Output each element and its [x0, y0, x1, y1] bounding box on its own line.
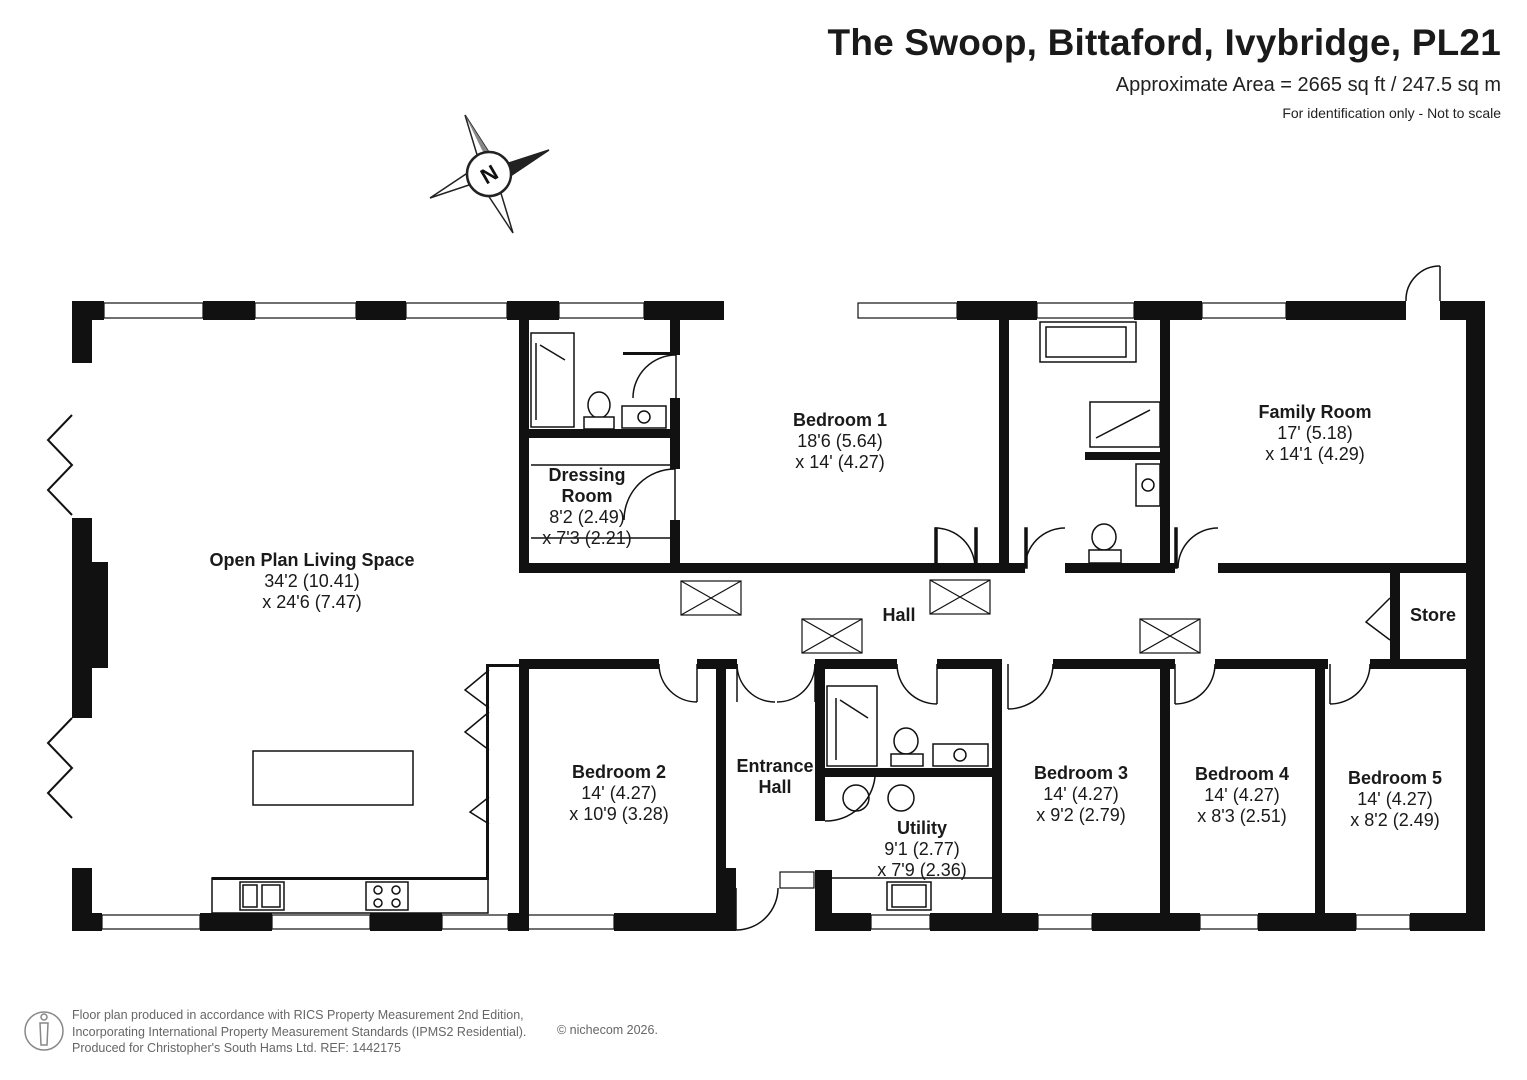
room-entrance-name2: Hall — [758, 777, 792, 797]
room-bedroom4-dim2: x 8'3 (2.51) — [1197, 806, 1287, 826]
footer-credits: Floor plan produced in accordance with R… — [72, 1007, 526, 1057]
room-bedroom4: Bedroom 4 14' (4.27) x 8'3 (2.51) — [1195, 764, 1289, 827]
windows — [101, 302, 1411, 930]
room-family: Family Room 17' (5.18) x 14'1 (4.29) — [1258, 402, 1371, 465]
room-entrance-name1: Entrance — [736, 756, 814, 776]
person-icon — [24, 1011, 64, 1051]
room-family-dim2: x 14'1 (4.29) — [1265, 444, 1365, 464]
room-bedroom5-name: Bedroom 5 — [1347, 768, 1443, 788]
exterior-walls — [72, 301, 1485, 931]
room-utility: Utility 9'1 (2.77) x 7'9 (2.36) — [877, 818, 966, 881]
room-bedroom4-name: Bedroom 4 — [1194, 764, 1290, 784]
room-living-dim1: 34'2 (10.41) — [264, 571, 360, 591]
compass-icon: N — [429, 114, 550, 234]
room-bedroom1-dim1: 18'6 (5.64) — [797, 431, 883, 451]
room-utility-name: Utility — [896, 818, 948, 838]
room-bedroom2-name: Bedroom 2 — [571, 762, 667, 782]
room-bedroom1-name: Bedroom 1 — [792, 410, 888, 430]
room-hall: Hall — [882, 605, 915, 626]
room-bedroom3-dim1: 14' (4.27) — [1043, 784, 1119, 804]
interior-walls — [212, 301, 1485, 931]
room-bedroom3-name: Bedroom 3 — [1033, 763, 1129, 783]
room-entrance: Entrance Hall — [736, 756, 813, 798]
room-bedroom5: Bedroom 5 14' (4.27) x 8'2 (2.49) — [1348, 768, 1442, 831]
room-hall-name: Hall — [882, 605, 916, 625]
room-bedroom5-dim1: 14' (4.27) — [1357, 789, 1433, 809]
footer-line3: Produced for Christopher's South Hams Lt… — [72, 1041, 401, 1055]
scale-note: For identification only - Not to scale — [1282, 105, 1501, 121]
footer-line1: Floor plan produced in accordance with R… — [72, 1008, 524, 1022]
bifold-doors — [46, 414, 74, 819]
room-bedroom2: Bedroom 2 14' (4.27) x 10'9 (3.28) — [569, 762, 669, 825]
footer-line2: Incorporating International Property Mea… — [72, 1024, 527, 1039]
plan-title: The Swoop, Bittaford, Ivybridge, PL21 — [827, 22, 1501, 63]
room-bedroom2-dim2: x 10'9 (3.28) — [569, 804, 669, 824]
room-bedroom5-dim2: x 8'2 (2.49) — [1350, 810, 1440, 830]
room-living-dim2: x 24'6 (7.47) — [262, 592, 362, 612]
room-utility-dim1: 9'1 (2.77) — [884, 839, 960, 859]
room-bedroom1-dim2: x 14' (4.27) — [795, 452, 885, 472]
room-bedroom1: Bedroom 1 18'6 (5.64) x 14' (4.27) — [793, 410, 887, 473]
room-dressing: Dressing Room 8'2 (2.49) x 7'3 (2.21) — [542, 465, 631, 549]
room-bedroom3: Bedroom 3 14' (4.27) x 9'2 (2.79) — [1034, 763, 1128, 826]
room-bedroom2-dim1: 14' (4.27) — [581, 783, 657, 803]
bathroom-fittings — [530, 321, 1161, 767]
room-living: Open Plan Living Space 34'2 (10.41) x 24… — [209, 550, 414, 613]
room-family-name: Family Room — [1258, 402, 1372, 422]
room-dressing-dim2: x 7'3 (2.21) — [542, 528, 632, 548]
room-family-dim1: 17' (5.18) — [1277, 423, 1353, 443]
doors — [623, 265, 1441, 931]
room-store-name: Store — [1409, 605, 1457, 625]
room-dressing-name2: Room — [561, 486, 613, 506]
footer-copyright: © nichecom 2026. — [557, 1023, 658, 1037]
room-dressing-dim1: 8'2 (2.49) — [549, 507, 625, 527]
room-dressing-name1: Dressing — [548, 465, 626, 485]
room-store: Store — [1410, 605, 1456, 626]
approximate-area: Approximate Area = 2665 sq ft / 247.5 sq… — [1115, 74, 1501, 96]
room-utility-dim2: x 7'9 (2.36) — [877, 860, 967, 880]
room-living-name: Open Plan Living Space — [209, 550, 415, 570]
room-bedroom4-dim1: 14' (4.27) — [1204, 785, 1280, 805]
room-bedroom3-dim2: x 9'2 (2.79) — [1036, 805, 1126, 825]
kitchen-fittings — [211, 669, 992, 914]
roof-lights — [680, 579, 1201, 654]
